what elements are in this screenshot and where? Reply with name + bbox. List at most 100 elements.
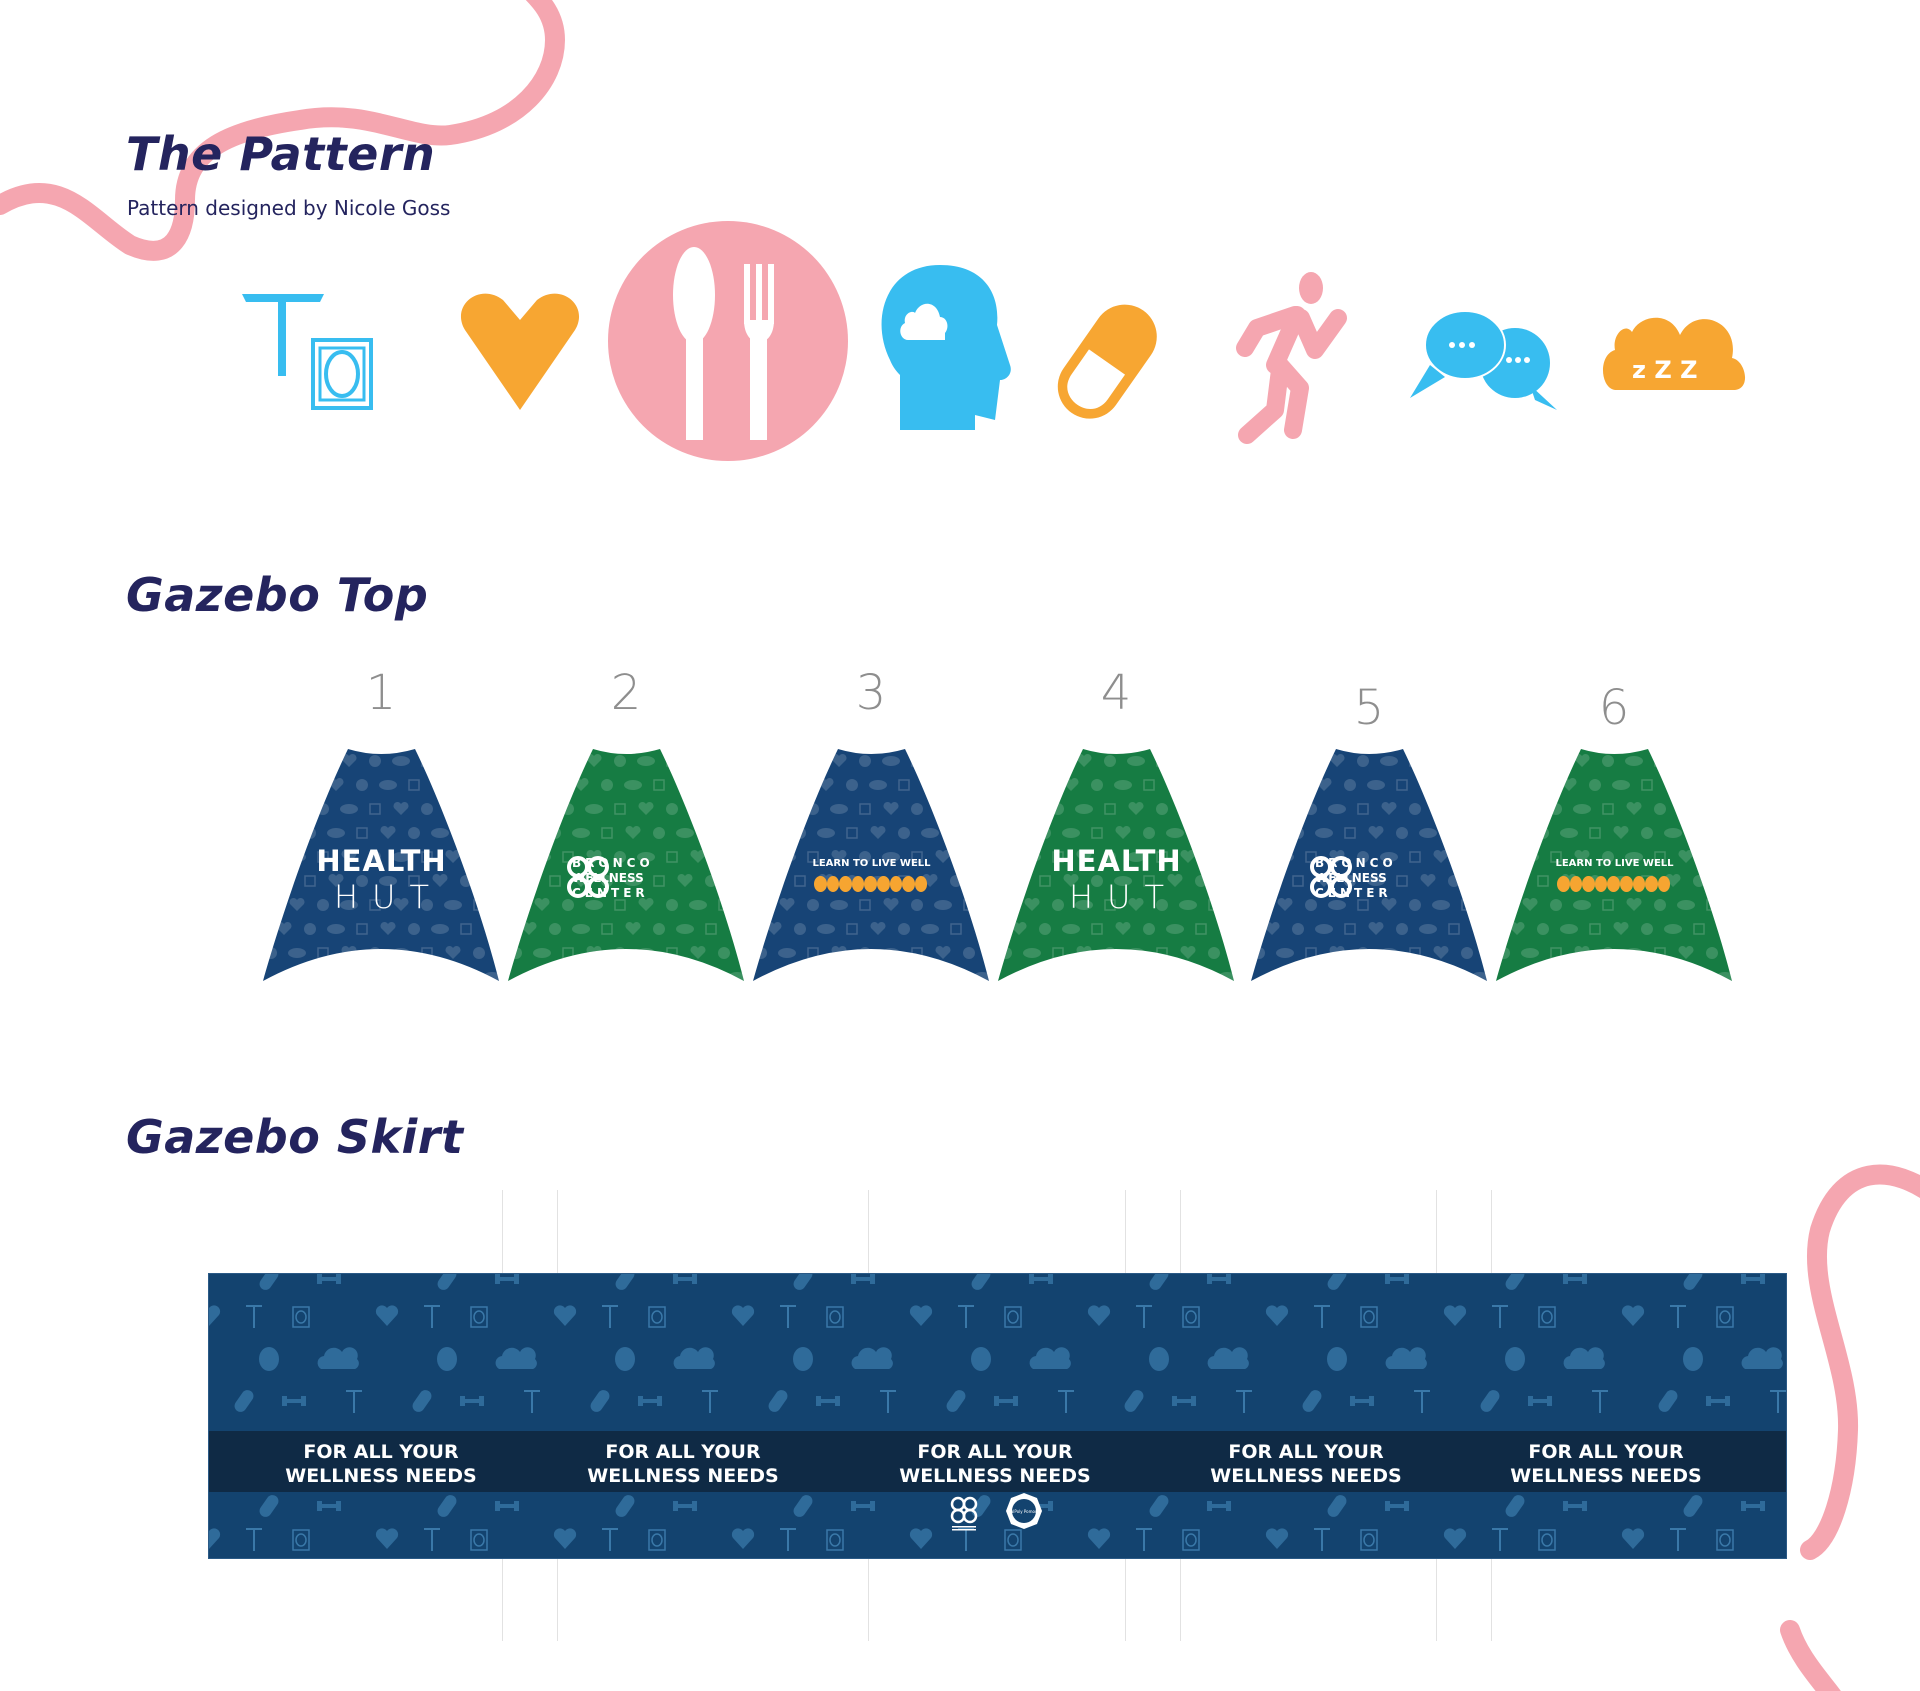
skirt-pattern-iud-icon xyxy=(702,1390,718,1413)
skirt-pattern-pill-icon xyxy=(768,1390,788,1412)
mini-icon-dot xyxy=(1657,876,1671,892)
gazebo-top-panel: LEARN TO LIVE WELL xyxy=(753,747,990,983)
slogan-line-1: FOR ALL YOUR xyxy=(1528,1441,1684,1463)
mini-icon-dot xyxy=(839,876,852,892)
skirt-pattern-pill-icon xyxy=(1683,1495,1703,1517)
skirt-pattern-iud-icon xyxy=(424,1528,440,1551)
mini-icon-dot xyxy=(851,876,865,892)
slogan-line-2: WELLNESS NEEDS xyxy=(285,1465,477,1487)
skirt-pattern-condom-icon xyxy=(1360,1306,1378,1328)
mini-icon-dot xyxy=(876,876,890,892)
skirt-pattern-heart-icon xyxy=(553,1528,577,1549)
mini-icon-dot xyxy=(1557,876,1570,892)
skirt-pattern-iud-icon xyxy=(780,1528,796,1551)
skirt-pattern-dumb-icon xyxy=(1741,1274,1765,1284)
skirt-pattern-iud-icon xyxy=(880,1390,896,1413)
skirt-pattern-iud-icon xyxy=(424,1305,440,1328)
skirt-pattern-cloud-icon xyxy=(1207,1347,1249,1369)
gazebo-top-panel: LEARN TO LIVE WELL xyxy=(1496,747,1733,983)
learn-to-live-well-text: LEARN TO LIVE WELL xyxy=(812,858,931,869)
section-title-gazebo-skirt: Gazebo Skirt xyxy=(126,1110,464,1164)
skirt-pattern-plate-icon xyxy=(1327,1347,1347,1371)
skirt-pattern-pill-icon xyxy=(1505,1495,1525,1517)
skirt-pattern-condom-icon xyxy=(1004,1306,1022,1328)
skirt-pattern-dumb-icon xyxy=(1350,1396,1374,1406)
health-hut-logo-bottom: HUT xyxy=(333,878,444,916)
skirt-pattern-iud-icon xyxy=(1058,1390,1074,1413)
skirt-pattern-dumb-icon xyxy=(1207,1274,1231,1284)
skirt-pattern-dumb-icon xyxy=(495,1501,519,1511)
skirt-pattern-dumb-icon xyxy=(1385,1274,1409,1284)
mini-icon-dot xyxy=(1632,876,1646,892)
skirt-pattern-iud-icon xyxy=(346,1390,362,1413)
skirt-pattern-pill-icon xyxy=(1327,1495,1347,1517)
skirt-pattern-iud-icon xyxy=(602,1528,618,1551)
mini-icon-dot xyxy=(1569,876,1583,892)
skirt-pattern-plate-icon xyxy=(1683,1347,1703,1371)
heart-icon xyxy=(460,293,580,410)
skirt-pattern-pill-icon xyxy=(615,1274,635,1290)
skirt-pattern-dumb-icon xyxy=(673,1274,697,1284)
skirt-pattern-iud-icon xyxy=(1492,1305,1508,1328)
skirt-pattern-condom-icon xyxy=(292,1306,310,1328)
slogan-line-2: WELLNESS NEEDS xyxy=(1510,1465,1702,1487)
skirt-pattern-plate-icon xyxy=(437,1347,457,1371)
skirt-pattern-heart-icon xyxy=(553,1305,577,1326)
skirt-pattern-cloud-icon xyxy=(1741,1347,1783,1369)
skirt-pattern-condom-icon xyxy=(470,1306,488,1328)
slogan-line-2: WELLNESS NEEDS xyxy=(1210,1465,1402,1487)
skirt-pattern-heart-icon xyxy=(1621,1305,1645,1326)
mini-icon-dot xyxy=(1594,876,1608,892)
mini-icon-dot xyxy=(826,876,840,892)
mini-icon-dot xyxy=(1607,876,1620,892)
skirt-pattern-heart-icon xyxy=(909,1528,933,1549)
skirt-pattern-plate-icon xyxy=(971,1347,991,1371)
skirt-pattern-dumb-icon xyxy=(1172,1396,1196,1406)
panel-shape xyxy=(753,749,989,981)
skirt-slogan-band xyxy=(209,1431,1786,1492)
panel-number: 2 xyxy=(610,665,642,721)
skirt-pattern-dumb-icon xyxy=(317,1501,341,1511)
skirt-icon-pattern xyxy=(209,1274,1786,1551)
skirt-pattern-dumb-icon xyxy=(1528,1396,1552,1406)
slogan-line-2: WELLNESS NEEDS xyxy=(899,1465,1091,1487)
decorative-curve-top xyxy=(0,0,566,261)
skirt-pattern-dumb-icon xyxy=(994,1396,1018,1406)
skirt-pattern-heart-icon xyxy=(1087,1528,1111,1549)
pattern-icon-row: z Z Z xyxy=(0,210,1920,470)
panel-shape xyxy=(1496,749,1732,981)
skirt-pattern-heart-icon xyxy=(209,1305,221,1326)
skirt-pattern-plate-icon xyxy=(615,1347,635,1371)
skirt-pattern-cloud-icon xyxy=(673,1347,715,1369)
panel-number: 5 xyxy=(1353,680,1385,736)
skirt-pattern-iud-icon xyxy=(1414,1390,1430,1413)
skirt-pattern-heart-icon xyxy=(909,1305,933,1326)
head-cloud-icon xyxy=(881,265,1011,430)
skirt-pattern-dumb-icon xyxy=(282,1396,306,1406)
clover-logo-icon xyxy=(1310,856,1352,898)
skirt-pattern-pill-icon xyxy=(234,1390,254,1412)
skirt-pattern-iud-icon xyxy=(1136,1305,1152,1328)
skirt-pattern-cloud-icon xyxy=(1563,1347,1605,1369)
skirt-pattern-heart-icon xyxy=(375,1305,399,1326)
skirt-pattern-condom-icon xyxy=(1182,1529,1200,1551)
health-hut-logo-top: HEALTH xyxy=(1051,844,1182,878)
mini-icon-strip xyxy=(1557,876,1671,893)
mini-icon-dot xyxy=(1645,876,1658,892)
skirt-pattern-condom-icon xyxy=(1716,1306,1734,1328)
clover-logo-icon xyxy=(567,856,609,898)
cal-poly-pomona-text: CalPoly Pomona xyxy=(1008,1509,1040,1514)
skirt-pattern-condom-icon xyxy=(648,1306,666,1328)
skirt-pattern-heart-icon xyxy=(731,1305,755,1326)
skirt-pattern-iud-icon xyxy=(246,1305,262,1328)
skirt-pattern-plate-icon xyxy=(1505,1347,1525,1371)
panel-shape xyxy=(998,749,1234,981)
skirt-pattern-condom-icon xyxy=(826,1306,844,1328)
mini-icon-strip xyxy=(814,876,928,893)
